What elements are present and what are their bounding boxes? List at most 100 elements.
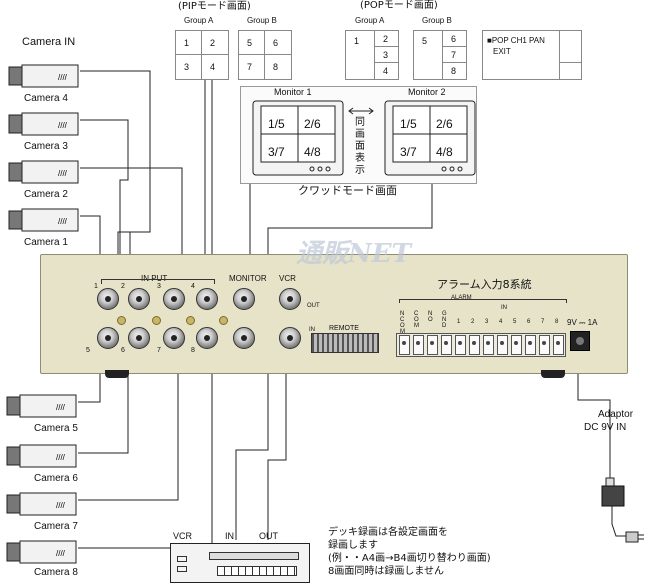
camera-in-label: Camera IN (22, 36, 76, 48)
bnc-input-4[interactable] (196, 288, 218, 310)
quad-cell: 1/5 (400, 117, 417, 131)
alarm-terminal[interactable] (511, 335, 522, 355)
alarm-terminal[interactable] (399, 335, 410, 355)
rubber-foot (105, 370, 129, 378)
monitor-label: Monitor 1 (274, 87, 312, 97)
alarm-terminal[interactable] (413, 335, 424, 355)
input-number: 8 (191, 347, 195, 354)
input-number: 2 (121, 283, 125, 290)
pip-group-a-label: Group A (184, 16, 214, 25)
quad-cell: 4/8 (304, 145, 321, 159)
vcr-note-line: 8画面同時は録画しません (328, 566, 445, 577)
bnc-input-1[interactable] (97, 288, 119, 310)
screw-nut (117, 316, 126, 325)
svg-text:////: //// (58, 169, 68, 178)
vcr-tape-slot (209, 552, 299, 560)
camera-icon: //// (8, 112, 79, 136)
pip-a-cell: 2 (210, 38, 216, 48)
input-number: 5 (86, 347, 90, 354)
dvr-rear-panel: 通販NET IN PUT 1 2 3 4 5 6 7 8 MONITOR VCR… (40, 241, 628, 378)
remote-port[interactable] (311, 333, 379, 353)
alarm-terminal[interactable] (483, 335, 494, 355)
bnc-input-8[interactable] (196, 327, 218, 349)
camera-3: //// Camera 3 (6, 112, 82, 152)
remote-label: REMOTE (329, 325, 359, 332)
alarm-col-label: 8 (555, 319, 559, 325)
pop-title: (POPモード画面) (360, 0, 438, 11)
pop-menu-item: EXIT (493, 47, 511, 56)
pop-group-a-label: Group A (355, 16, 385, 25)
camera-2: //// Camera 2 (6, 160, 82, 200)
bnc-input-3[interactable] (163, 288, 185, 310)
alarm-terminal[interactable] (469, 335, 480, 355)
pip-a-cell: 4 (210, 62, 216, 72)
alarm-bracket (399, 299, 567, 303)
alarm-title: アラーム入力8系統 (437, 278, 532, 291)
alarm-terminal[interactable] (553, 335, 564, 355)
bnc-vcr-in[interactable] (279, 327, 301, 349)
pop-group-b-label: Group B (422, 16, 452, 25)
alarm-terminal[interactable] (539, 335, 550, 355)
alarm-col-label: 5 (513, 319, 517, 325)
alarm-col-label: 4 (499, 319, 503, 325)
power-jack[interactable] (570, 331, 590, 351)
camera-label: Camera 1 (24, 237, 68, 248)
pip-title: (PIPモード画面) (178, 1, 251, 12)
alarm-terminal[interactable] (427, 335, 438, 355)
pip-b-cell: 8 (273, 62, 279, 72)
vcr-in-port-label: IN (225, 531, 234, 541)
quad-cell: 2/6 (304, 117, 321, 131)
alarm-terminal-block (396, 333, 566, 357)
camera-label: Camera 6 (34, 473, 78, 484)
camera-label: Camera 3 (24, 141, 68, 152)
alarm-terminal[interactable] (441, 335, 452, 355)
camera-icon: //// (6, 394, 77, 418)
pip-group-b-label: Group B (247, 16, 277, 25)
bnc-input-7[interactable] (163, 327, 185, 349)
camera-label: Camera 2 (24, 189, 68, 200)
camera-icon: //// (6, 540, 77, 564)
alarm-terminal[interactable] (525, 335, 536, 355)
quad-cell: 3/7 (268, 145, 285, 159)
pop-a-cell: 3 (383, 50, 389, 60)
pip-a-cell: 1 (184, 38, 190, 48)
svg-text:////: //// (56, 549, 66, 558)
power-label: 9V ⎓ 1A (567, 318, 598, 327)
camera-1: //// Camera 1 (6, 208, 82, 248)
pop-b-cell: 7 (451, 50, 457, 60)
bnc-monitor-out-2[interactable] (233, 327, 255, 349)
pop-a-cell: 1 (354, 36, 360, 46)
bnc-vcr-out[interactable] (279, 288, 301, 310)
bnc-input-5[interactable] (97, 327, 119, 349)
bnc-input-6[interactable] (128, 327, 150, 349)
quad-mode-title: クワッドモード画面 (298, 184, 397, 197)
rubber-foot (541, 370, 565, 378)
alarm-col-label: C O M (414, 311, 419, 329)
input-bracket (101, 279, 215, 284)
svg-text:////: //// (58, 73, 68, 82)
alarm-label: ALARM (451, 295, 472, 301)
alarm-col-label: 7 (541, 319, 545, 325)
bnc-input-2[interactable] (128, 288, 150, 310)
camera-6: //// Camera 6 (4, 444, 80, 484)
alarm-col-label: N O (428, 311, 433, 323)
camera-icon: //// (8, 208, 79, 232)
camera-4: //// Camera 4 (6, 64, 82, 104)
camera-label: Camera 8 (34, 567, 78, 578)
pip-b-cell: 5 (247, 38, 253, 48)
screw-nut (186, 316, 195, 325)
monitor-label: Monitor 2 (408, 87, 446, 97)
vcr-buttons (217, 566, 297, 576)
camera-label: Camera 5 (34, 423, 78, 434)
alarm-terminal[interactable] (455, 335, 466, 355)
pop-b-cell: 6 (451, 34, 457, 44)
vcr-led (177, 566, 187, 572)
bnc-monitor-out-1[interactable] (233, 288, 255, 310)
pop-a-cell: 2 (383, 34, 389, 44)
camera-5: //// Camera 5 (4, 394, 80, 434)
monitor-icon (384, 100, 476, 176)
same-display-note: 同 画 面 表 示 (355, 117, 365, 176)
pop-b-cell: 8 (451, 66, 457, 76)
alarm-terminal[interactable] (497, 335, 508, 355)
vcr-name: VCR (173, 531, 193, 541)
